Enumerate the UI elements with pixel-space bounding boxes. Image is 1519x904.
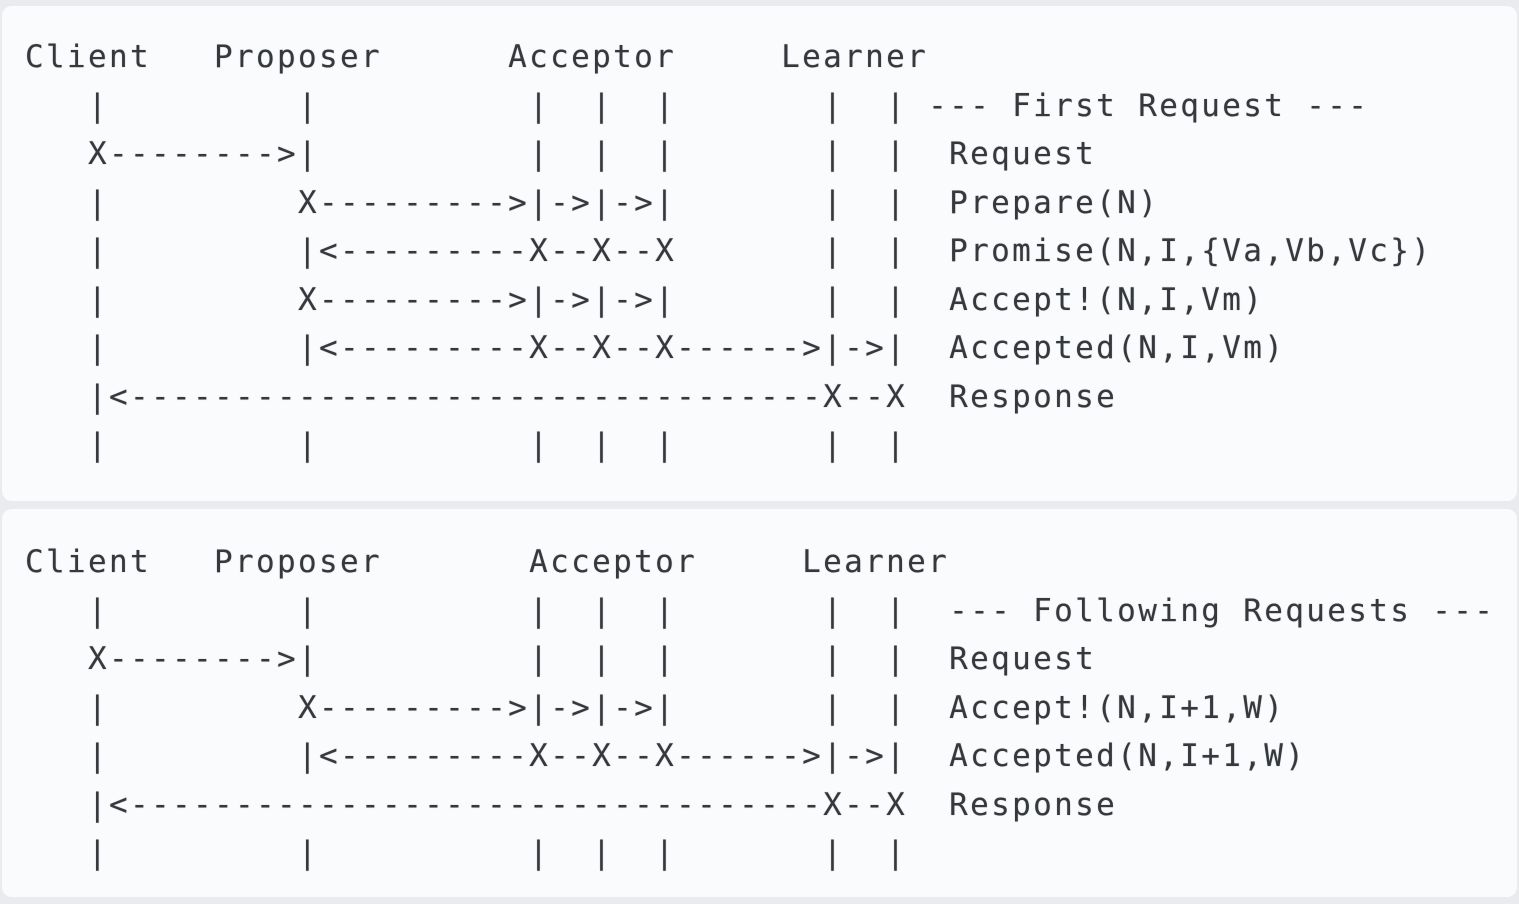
following-requests-card — [2, 509, 1517, 897]
first-request-card — [2, 6, 1517, 501]
ascii-sequence-diagram-first-request: Client Proposer Acceptor Learner | | | |… — [25, 39, 1433, 463]
ascii-sequence-diagram-following-requests: Client Proposer Acceptor Learner | | | |… — [25, 544, 1496, 871]
